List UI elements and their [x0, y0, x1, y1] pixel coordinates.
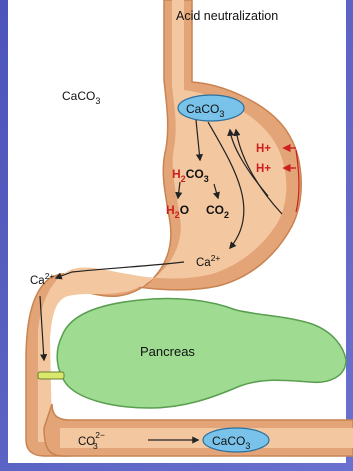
pancreatic-duct: [38, 372, 64, 379]
label-hplus-1: H+: [256, 143, 271, 155]
label-pancreas: Pancreas: [140, 344, 195, 359]
diagram-title: Acid neutralization: [176, 9, 278, 23]
label-hplus-2: H+: [256, 163, 271, 175]
